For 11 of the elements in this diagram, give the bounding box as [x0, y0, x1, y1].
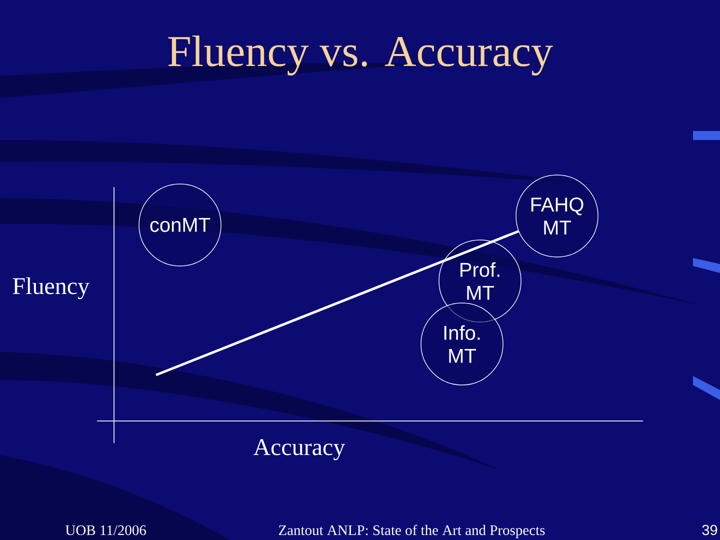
- axis-label: Accuracy: [253, 439, 346, 460]
- circle-node: Prof. MT: [438, 240, 522, 322]
- connector-line: [156, 230, 520, 376]
- page-number: 39: [702, 524, 718, 536]
- circle-node: FAHQ MT: [516, 174, 598, 258]
- title: Fluency vs. Accuracy: [168, 35, 553, 76]
- axis-label: Fluency: [12, 277, 90, 300]
- circle-node: conMT: [138, 184, 222, 266]
- footer-text: UOB 11/2006: [66, 525, 146, 536]
- circle-node: Info. MT: [420, 302, 504, 386]
- footer-text: Zantout ANLP: State of the Art and Prospects: [278, 524, 545, 538]
